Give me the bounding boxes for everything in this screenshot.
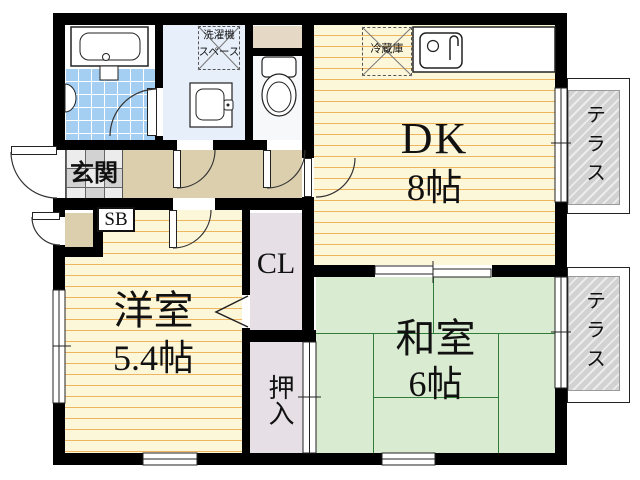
terrace-bottom-hatch: テラス bbox=[568, 276, 620, 391]
western-room-name: 洋室 bbox=[113, 288, 194, 333]
western-room-door-leaf bbox=[169, 210, 177, 248]
wall-japanese-top bbox=[492, 265, 567, 277]
bathroom-door-leaf bbox=[147, 88, 157, 136]
wall-dk-left bbox=[302, 13, 314, 158]
tatami-line bbox=[373, 333, 374, 453]
terrace-top: テラス bbox=[567, 78, 630, 214]
terrace-bottom: テラス bbox=[567, 267, 630, 403]
washroom-door-leaf bbox=[173, 150, 181, 188]
wall-closet-oshiire bbox=[242, 330, 316, 342]
storage-door-arc bbox=[31, 216, 61, 246]
closet-label: CL bbox=[256, 247, 296, 280]
wall-hall-bottom bbox=[53, 198, 173, 210]
japanese-room-size: 6帖 bbox=[408, 364, 463, 404]
oshiire-floor bbox=[250, 342, 303, 453]
refrigerator-label: 冷蔵庫 bbox=[370, 43, 404, 55]
entrance-tiles bbox=[65, 148, 123, 200]
wall-alcove-bottom bbox=[65, 247, 103, 257]
wall-toilet-niche bbox=[253, 48, 302, 56]
dk-door-leaf bbox=[304, 158, 312, 197]
entrance-label: 玄関 bbox=[70, 161, 118, 187]
tatami-line bbox=[498, 333, 499, 453]
wall-bottom bbox=[197, 453, 382, 465]
wall-bottom bbox=[53, 453, 143, 465]
wall-right bbox=[555, 202, 567, 277]
oshiire-label: 押入 bbox=[265, 374, 294, 426]
window-western-bottom bbox=[142, 452, 198, 466]
wall-oshiire-left bbox=[242, 342, 250, 453]
storage-door-leaf bbox=[32, 212, 60, 220]
tatami-line bbox=[373, 397, 499, 398]
wall-left bbox=[53, 245, 65, 290]
wall-left bbox=[53, 403, 65, 465]
tatami-line bbox=[433, 277, 434, 333]
wall-right bbox=[555, 388, 567, 465]
closet-floor bbox=[250, 213, 302, 330]
entrance-door-leaf bbox=[11, 146, 57, 155]
wall-washroom-toilet bbox=[245, 25, 253, 140]
terrace-bottom-label: テラス bbox=[582, 290, 605, 377]
bathroom-tiles bbox=[65, 68, 155, 140]
japanese-room-name: 和室 bbox=[395, 316, 476, 361]
entrance-door-arc bbox=[10, 151, 58, 199]
washer-space-line2: スペース bbox=[198, 46, 240, 59]
wall-bath-washroom bbox=[155, 25, 163, 88]
wall-hall-bottom bbox=[215, 198, 314, 210]
toilet-door-leaf bbox=[263, 150, 271, 188]
dk-room-name: DK bbox=[400, 114, 469, 163]
wall-closet-left bbox=[242, 210, 250, 295]
wall-right bbox=[555, 13, 567, 88]
wall-japanese-top bbox=[302, 265, 375, 277]
wall-left bbox=[53, 13, 65, 150]
toilet-niche bbox=[253, 26, 302, 48]
wall-alcove-right bbox=[93, 210, 103, 257]
washer-space-line1: 洗濯機 bbox=[203, 29, 235, 41]
wall-hall-top bbox=[213, 140, 267, 150]
dk-room-size: 8帖 bbox=[406, 168, 463, 209]
shoe-box-label: SB bbox=[104, 208, 128, 230]
window-japanese-bottom bbox=[381, 452, 436, 466]
wall-bottom bbox=[435, 453, 567, 465]
wall-hall-top bbox=[65, 140, 177, 150]
japanese-room-floor bbox=[316, 277, 555, 453]
western-room-size: 5.4帖 bbox=[112, 338, 194, 378]
shoe-box: SB bbox=[97, 207, 135, 232]
washer-space-label: 洗濯機 スペース bbox=[196, 29, 242, 59]
terrace-top-hatch: テラス bbox=[568, 90, 620, 205]
storage-alcove bbox=[65, 213, 93, 247]
terrace-top-label: テラス bbox=[582, 104, 605, 191]
tatami-line bbox=[316, 333, 555, 334]
